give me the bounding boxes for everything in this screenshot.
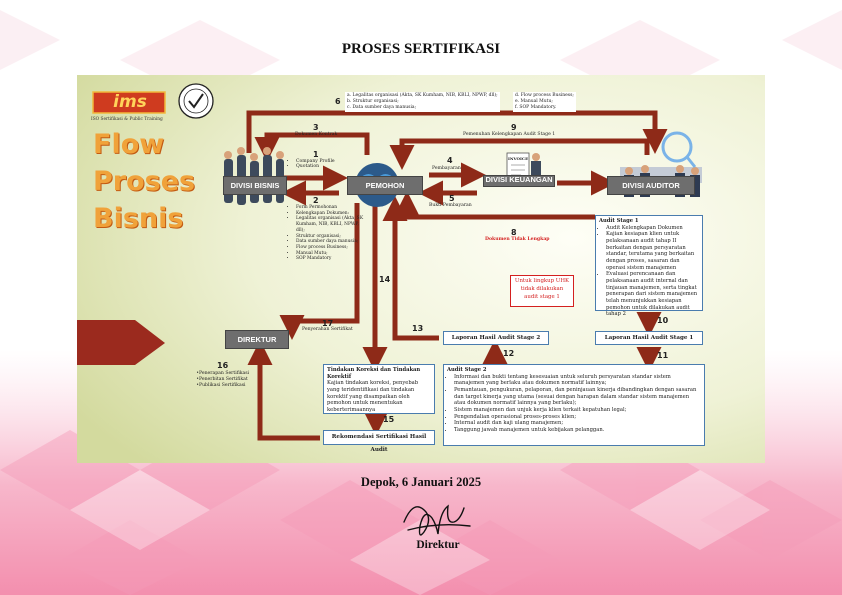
left-chevron-shape xyxy=(77,320,165,365)
laporan-stage-1-box: Laporan Hasil Audit Stage 1 xyxy=(595,331,703,345)
step-9-label: Pemenuhan Kelengkapan Audit Stage 1 xyxy=(463,132,556,137)
tindakan-koreksi-box: Tindakan Koreksi dan Tindakan Korektif K… xyxy=(323,364,435,414)
invoice-label: INVOICE xyxy=(508,156,529,161)
laporan-stage-2-box: Laporan Hasil Audit Stage 2 xyxy=(443,331,549,345)
ims-logo-text: ims xyxy=(113,92,147,112)
arrow-3 xyxy=(254,132,370,162)
arrow-16 xyxy=(247,340,320,441)
audit-stage-1-box: Audit Stage 1 Audit Kelengkapan Dokumen … xyxy=(595,215,703,317)
audit-stage-2-title: Audit Stage 2 xyxy=(447,367,487,373)
flow-title-line-2: Proses xyxy=(93,166,196,197)
step-9-number: 9 xyxy=(511,123,517,132)
step-2-items: Form PermohonanKelengkapan Dokumen:Legal… xyxy=(289,205,368,262)
arrow-17 xyxy=(279,203,360,340)
step-4-number: 4 xyxy=(447,156,453,165)
step-6-number: 6 xyxy=(335,97,341,106)
tindakan-title: Tindakan Koreksi dan Tindakan Korektif xyxy=(327,367,421,380)
step-14-number: 14 xyxy=(379,275,391,284)
director-signature xyxy=(403,504,471,536)
ims-tagline: ISO Sertifikasi & Public Training xyxy=(91,117,163,122)
step-5-number: 5 xyxy=(449,194,455,203)
node-pemohon: PEMOHON xyxy=(347,176,423,195)
rekomendasi-box: Rekomendasi Sertifikasi Hasil Audit xyxy=(323,430,435,453)
step-17-number: 17 xyxy=(322,319,334,328)
place-date: Depok, 6 Januari 2025 xyxy=(360,475,482,489)
page-title: PROSES SERTIFIKASI xyxy=(341,41,501,57)
flow-title-line-1: Flow xyxy=(93,129,165,160)
node-divisi-bisnis: DIVISI BISNIS xyxy=(223,176,287,195)
step-17-label: Penyerahan Sertifikat xyxy=(302,327,353,332)
signer-role: Direktur xyxy=(416,539,460,551)
flow-arrows xyxy=(246,110,668,441)
step-13-number: 13 xyxy=(412,324,424,333)
audit-stage-2-items: Informasi dan bukti tentang kesesuaian u… xyxy=(447,374,701,434)
flow-diagram: ims ISO Sertifikasi & Public Training Fl… xyxy=(77,75,765,463)
node-divisi-auditor: DIVISI AUDITOR xyxy=(607,176,695,195)
step-6-docs-left: a. Legalitas organisasi (Akta, SK Kumham… xyxy=(345,92,500,112)
step-16-number: 16 xyxy=(217,361,229,370)
step-15-number: 15 xyxy=(383,415,395,424)
audit-stage-1-items: Audit Kelengkapan Dokumen Kajian kesiapa… xyxy=(599,225,699,318)
audit-stage-2-box: Audit Stage 2 Informasi dan bukti tentan… xyxy=(443,364,705,446)
arrow-13 xyxy=(382,196,439,341)
arrow-9 xyxy=(389,138,650,170)
step-8-label: Dokumen Tidak Lengkap xyxy=(485,237,550,242)
ims-logo xyxy=(92,91,166,114)
step-3-number: 3 xyxy=(313,123,319,132)
uhk-note: Untuk lingkup UHK tidak dilakukan audit … xyxy=(510,275,574,307)
audit-stage-1-title: Audit Stage 1 xyxy=(599,218,639,224)
node-divisi-keuangan: DIVISI KEUANGAN xyxy=(483,175,555,187)
step-10-number: 10 xyxy=(657,316,669,325)
node-direktur: DIREKTUR xyxy=(225,330,289,349)
tindakan-body: Kajian tindakan koreksi, penyebab yang t… xyxy=(327,380,419,413)
step-6-docs-right: d. Flow process Business;e. Manual Mutu;… xyxy=(513,92,576,112)
certification-seal-icon xyxy=(178,83,214,119)
step-16-items: Penerapan SertifikasiPenerbitan Sertifik… xyxy=(193,371,249,389)
step-8-number: 8 xyxy=(511,228,517,237)
step-2-number: 2 xyxy=(313,196,319,205)
arrow-6 xyxy=(246,110,668,154)
step-5-label: Bukti Pembayaran xyxy=(429,203,472,208)
step-4-label: Pembayaran xyxy=(432,166,461,171)
step-12-number: 12 xyxy=(503,349,515,358)
step-1-items: Company ProfileQuotation xyxy=(289,159,335,170)
step-3-label: Dokumen Kontrak xyxy=(295,132,338,137)
step-1-number: 1 xyxy=(313,150,319,159)
flow-title-line-3: Bisnis xyxy=(93,203,184,234)
step-11-number: 11 xyxy=(657,351,669,360)
